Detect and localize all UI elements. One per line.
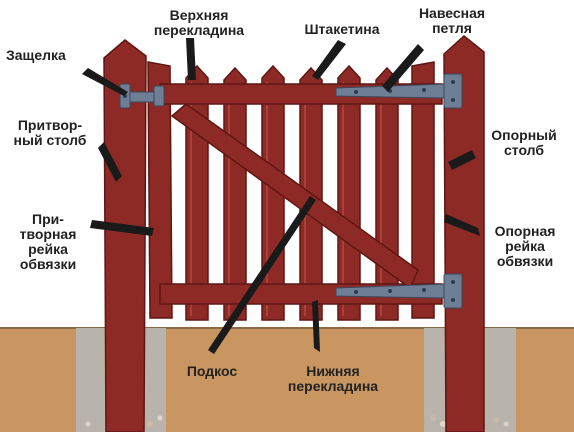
label-hinge-post: Опорный столб [491, 127, 557, 158]
picket [223, 66, 247, 321]
hinge-post [443, 35, 485, 432]
leader-lines [82, 38, 480, 354]
label-latch-post: Притвор- ный столб [13, 117, 87, 148]
label-latch: Защелка [6, 47, 66, 63]
label-picket: Штакетина [304, 21, 380, 37]
label-top-rail: Верхняя перекладина [153, 7, 245, 38]
top-hinge [335, 73, 463, 109]
picket [375, 66, 399, 321]
label-hinge: Навесная петля [418, 5, 486, 36]
label-hinge-stile: Опорная рейка обвязки [494, 223, 556, 269]
label-bottom-rail: Нижняя перекладина [287, 363, 379, 394]
latch-post [103, 39, 147, 432]
label-brace: Подкос [186, 363, 238, 379]
hinge-stile [411, 61, 435, 319]
bottom-hinge [335, 273, 463, 309]
label-latch-stile: При- творная рейка обвязки [19, 211, 77, 272]
brace [170, 103, 419, 290]
